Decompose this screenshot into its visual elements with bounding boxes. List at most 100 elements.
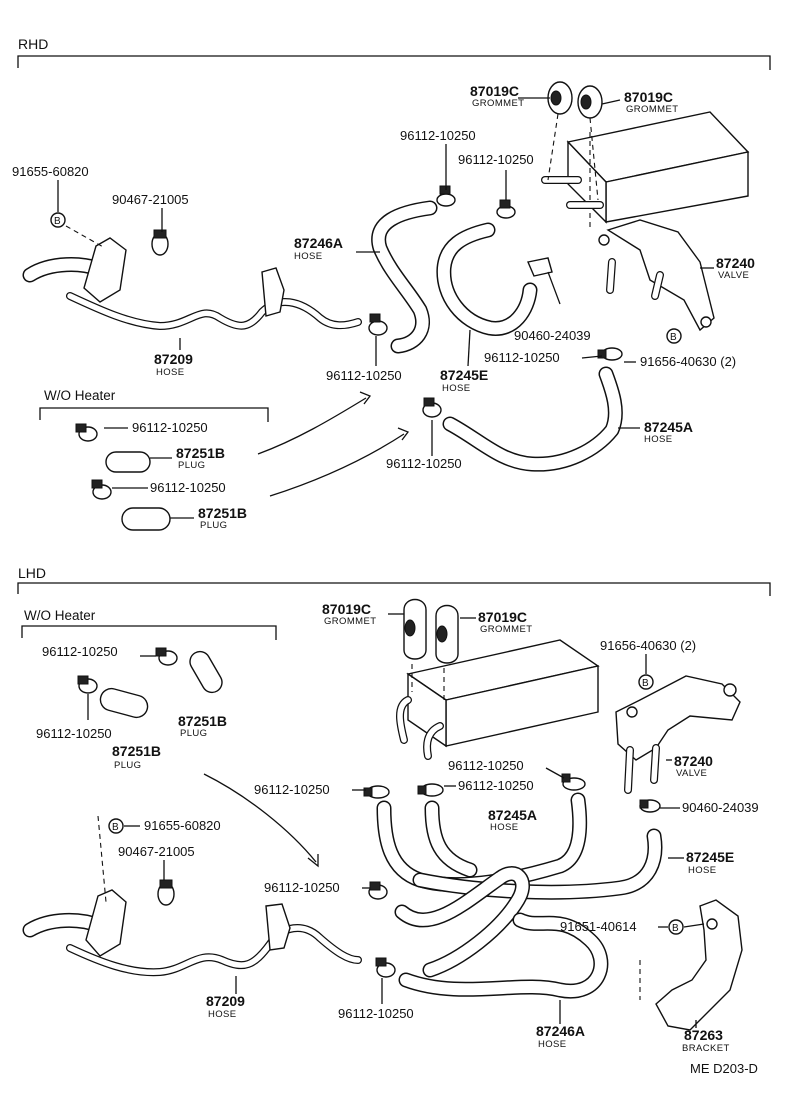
lhd-hose-87246a-part: 87246A [536,1023,585,1039]
lhd-section-bracket [17,582,771,596]
lhd-bolt-91655-label: 91655-60820 [144,818,221,833]
lhd-hose-87245a-part: 87245A [488,807,537,823]
lhd-clip-90467-icon [157,879,175,906]
lhd-section: LHD [17,565,771,1031]
lhd-clip-90460-icon [639,799,661,813]
lhd-grommet-right-icon [435,604,459,664]
rhd-clamp-e-icon [75,423,98,442]
rhd-bolt-91655-label: 91655-60820 [12,164,89,179]
rhd-valve-icon [598,219,715,332]
lhd-plug-2-desc: PLUG [180,728,207,739]
lhd-bracket-87263-part: 87263 [684,1027,723,1043]
lhd-clip-90467-label: 90467-21005 [118,844,195,859]
lhd-section-title: LHD [18,565,46,581]
rhd-bolt-91656-icon: B [666,328,682,344]
rhd-clamp-f-icon [91,479,112,500]
rhd-clamp-d-icon [368,313,388,336]
rhd-section-bracket [17,55,771,70]
rhd-section-title: RHD [18,36,48,52]
rhd-plug-1-icon [105,451,151,473]
rhd-clamp-a-icon [436,185,456,207]
lhd-clamp-d-label: 96112-10250 [458,778,534,793]
lhd-hose-87245e-icon [412,828,663,900]
lhd-clip-90460-label: 90460-24039 [682,800,759,815]
lhd-clamp-b-icon [77,675,98,694]
lhd-clamp-c-label: 96112-10250 [254,782,330,797]
rhd-wo-heater-bracket [39,407,269,422]
lhd-hose-87246a-icon [394,866,609,999]
lhd-plug-2-icon [189,650,223,694]
rhd-grommet-right-desc: GROMMET [626,104,678,115]
rhd-hose-87209-desc: HOSE [156,367,185,378]
lhd-clamp-e-icon [561,773,586,791]
rhd-clamp-c-icon [597,347,623,361]
lhd-valve-87240-part: 87240 [674,753,713,769]
rhd-plug-1-part: 87251B [176,445,225,461]
lhd-plug-2-part: 87251B [178,713,227,729]
lhd-bolt-91655-icon: B [108,818,124,834]
rhd-plug-1-desc: PLUG [178,460,205,471]
lhd-bracket-87263-desc: BRACKET [682,1043,730,1054]
lhd-grommet-left-desc: GROMMET [324,616,376,627]
rhd-bolt-91656-label: 91656-40630 (2) [640,354,736,369]
rhd-clamp-f-label: 96112-10250 [150,480,226,495]
lhd-hose-87209-desc: HOSE [208,1009,237,1020]
rhd-hose-87245e-part: 87245E [440,367,488,383]
rhd-clamp-a-label: 96112-10250 [400,128,476,143]
lhd-valve-icon [615,675,741,794]
lhd-grommet-left-icon [403,598,427,660]
svg-text:B: B [54,216,61,227]
rhd-wo-heater-title: W/O Heater [44,388,116,403]
rhd-hose-87245e-icon [436,222,538,336]
lhd-clamp-f-label: 96112-10250 [264,880,340,895]
rhd-hose-87245a-desc: HOSE [644,434,673,445]
lhd-hose-87245e-desc: HOSE [688,865,717,876]
rhd-heater-core [566,111,750,230]
lhd-clamp-f-icon [368,881,388,900]
svg-text:B: B [642,678,649,689]
lhd-grommet-left-part: 87019C [322,601,371,617]
lhd-hose-87245a-desc: HOSE [490,822,519,833]
svg-text:B: B [112,822,119,833]
rhd-grommet-left-desc: GROMMET [472,98,524,109]
rhd-plug-2-desc: PLUG [200,520,227,531]
svg-text:B: B [670,332,677,343]
lhd-bolt-91656-icon: B [638,674,654,690]
lhd-clamp-g-icon [375,957,396,978]
lhd-clamp-e-label: 96112-10250 [448,758,524,773]
diagram-code: ME D203-D [690,1061,758,1076]
lhd-heater-core [406,639,600,748]
rhd-hose-87245e-desc: HOSE [442,383,471,394]
rhd-hose-87246a-desc: HOSE [294,251,323,262]
rhd-clip-90460-icon [527,257,553,277]
rhd-clamp-b-icon [496,199,516,219]
rhd-plug-2-icon [121,507,171,531]
rhd-hose-87245a-icon [442,366,623,472]
rhd-bolt-91655-icon: B [50,212,66,228]
rhd-clamp-d-label: 96112-10250 [326,368,402,383]
rhd-section: RHD [17,36,771,531]
lhd-grommet-right-desc: GROMMET [480,624,532,635]
rhd-clamp-b-label: 96112-10250 [458,152,534,167]
lhd-plug-1-part: 87251B [112,743,161,759]
lhd-wo-heater-bracket [21,625,277,640]
rhd-clamp-g-icon [422,397,442,418]
lhd-clamp-a-icon [155,647,178,666]
lhd-hose-87209-icon [22,889,362,977]
lhd-clamp-d-icon [417,783,444,797]
rhd-valve-87240-desc: VALVE [718,270,749,281]
lhd-bolt-91651-icon: B [668,919,684,935]
lhd-plug-1-icon [99,687,149,719]
rhd-clamp-g-label: 96112-10250 [386,456,462,471]
rhd-clip-90467-label: 90467-21005 [112,192,189,207]
lhd-clamp-c-icon [363,785,390,799]
rhd-hose-87245a-part: 87245A [644,419,693,435]
rhd-clamp-e-label: 96112-10250 [132,420,208,435]
rhd-grommet-left-part: 87019C [470,83,519,99]
lhd-clamp-b-label: 96112-10250 [36,726,112,741]
rhd-clip-90460-label: 90460-24039 [514,328,591,343]
lhd-bolt-91656-label: 91656-40630 (2) [600,638,696,653]
rhd-hose-87209-part: 87209 [154,351,193,367]
rhd-hose-87246a-icon [371,200,438,354]
